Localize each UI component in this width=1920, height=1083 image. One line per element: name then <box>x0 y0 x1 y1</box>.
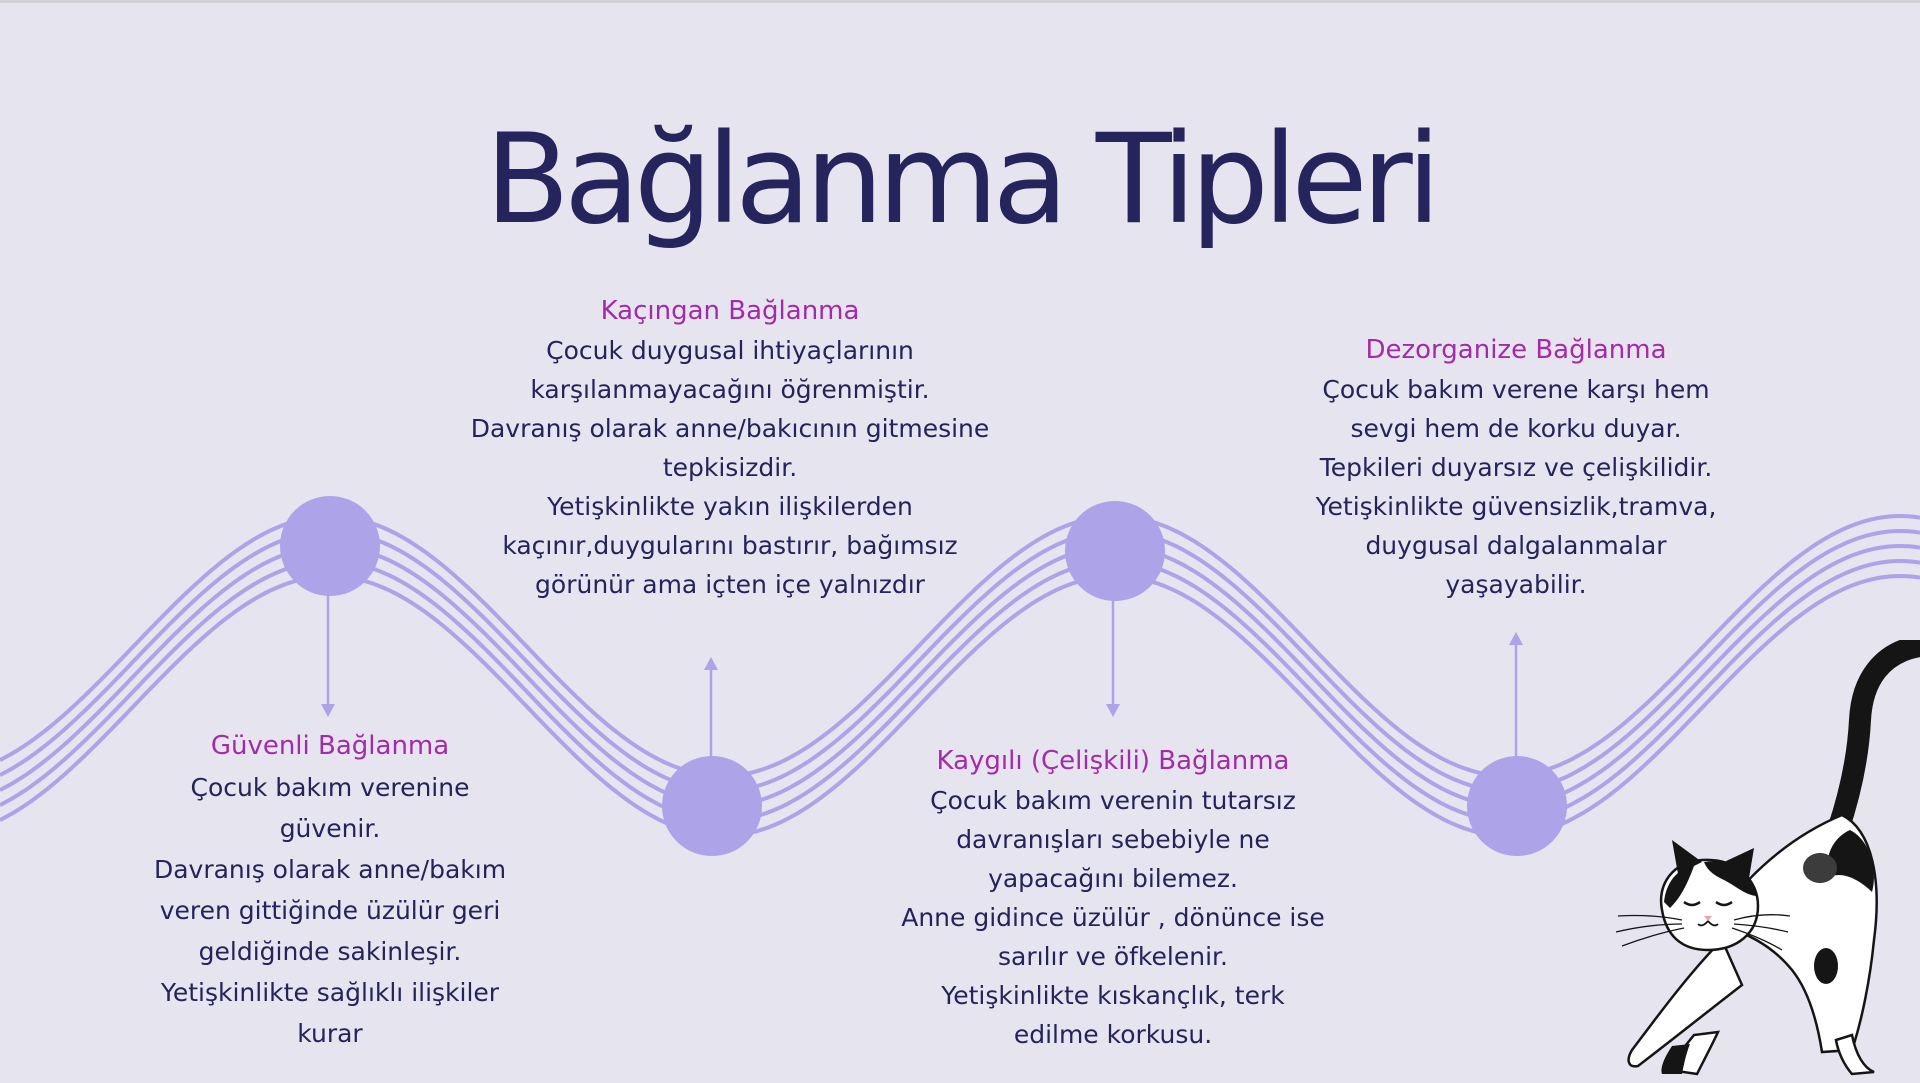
type-line: geldiğinde sakinleşir. <box>198 937 462 966</box>
cat-back-leg <box>1834 1033 1875 1076</box>
type-line: Çocuk duygusal ihtiyaçlarının <box>546 336 914 365</box>
arrow-down-icon <box>1106 704 1120 717</box>
type-line: Davranış olarak anne/bakım <box>153 855 507 884</box>
arrow-up-icon <box>1509 632 1523 645</box>
type-heading-disorganized: Dezorganize Bağlanma <box>1365 335 1667 365</box>
cat-nose <box>1704 916 1712 921</box>
cat-patch <box>1814 948 1838 984</box>
connector-anxious <box>1106 600 1120 717</box>
type-line: Tepkileri duyarsız ve çelişkilidir. <box>1319 453 1713 482</box>
type-line: Çocuk bakım verenin tutarsız <box>930 786 1296 815</box>
cat-tail <box>1827 640 1920 841</box>
type-line: davranışları sebebiyle ne <box>956 825 1270 854</box>
connector-secure <box>321 595 335 717</box>
type-line: görünür ama içten içe yalnızdır <box>535 570 925 599</box>
cat-mouth <box>1697 920 1719 927</box>
type-line: veren gittiğinde üzülür geri <box>159 896 501 925</box>
cat-patch <box>1803 853 1837 883</box>
slide-title: Bağlanma Tipleri <box>484 108 1441 252</box>
type-block-avoidant: Kaçıngan Bağlanma Çocuk duygusal ihtiyaç… <box>440 292 1020 604</box>
type-line: Anne gidince üzülür , dönünce ise <box>901 903 1325 932</box>
type-line: Yetişkinlikte sağlıklı ilişkiler <box>160 978 500 1007</box>
timeline-node-disorganized <box>1467 756 1567 856</box>
type-line: Çocuk bakım verene karşı hem <box>1322 375 1710 404</box>
stretching-cat-illustration <box>1615 640 1920 1076</box>
connector-disorganized <box>1509 632 1523 760</box>
type-line: kurar <box>297 1019 363 1048</box>
type-heading-anxious: Kaygılı (Çelişkili) Bağlanma <box>936 746 1290 776</box>
type-line: yapacağını bilemez. <box>988 864 1238 893</box>
type-heading-secure: Güvenli Bağlanma <box>210 731 450 761</box>
type-line: edilme korkusu. <box>1013 1020 1213 1049</box>
arrow-up-icon <box>704 657 718 670</box>
cat-eye <box>1715 900 1733 907</box>
type-line: Yetişkinlikte yakın ilişkilerden <box>547 492 913 521</box>
cat-whiskers <box>1615 914 1791 951</box>
cat-paw-patch <box>1661 1044 1690 1074</box>
type-block-anxious: Kaygılı (Çelişkili) Bağlanma Çocuk bakım… <box>870 742 1356 1054</box>
cat-patch <box>1828 830 1874 892</box>
type-line: güvenir. <box>279 814 381 843</box>
type-line: Yetişkinlikte güvensizlik,tramva, <box>1315 492 1717 521</box>
timeline-node-secure <box>280 496 380 596</box>
type-line: tepkisizdir. <box>662 453 798 482</box>
type-line: Davranış olarak anne/bakıcının gitmesine <box>470 414 990 443</box>
type-line: duygusal dalgalanmalar <box>1365 531 1667 560</box>
type-block-secure: Güvenli Bağlanma Çocuk bakım verenine gü… <box>100 726 560 1054</box>
type-line: Çocuk bakım verenine <box>190 773 470 802</box>
type-line: sevgi hem de korku duyar. <box>1350 414 1682 443</box>
type-line: yaşayabilir. <box>1445 570 1587 599</box>
timeline-node-avoidant <box>662 756 762 856</box>
timeline-node-anxious <box>1065 501 1165 601</box>
type-heading-avoidant: Kaçıngan Bağlanma <box>600 296 860 326</box>
arrow-down-icon <box>321 704 335 717</box>
type-line: sarılır ve öfkelenir. <box>998 942 1228 971</box>
type-line: karşılanmayacağını öğrenmiştir. <box>530 375 930 404</box>
type-block-disorganized: Dezorganize Bağlanma Çocuk bakım verene … <box>1290 331 1742 604</box>
cat-head-patch <box>1704 861 1758 896</box>
type-line: kaçınır,duygularını bastırır, bağımsız <box>502 531 958 560</box>
cat-eye <box>1683 900 1701 907</box>
slide-top-border <box>0 0 1920 3</box>
cat-ear <box>1672 840 1702 874</box>
cat-head-patch <box>1664 866 1694 908</box>
cat-front-leg <box>1627 937 1744 1068</box>
type-line: Yetişkinlikte kıskançlık, terk <box>941 981 1285 1010</box>
connector-avoidant <box>704 657 718 758</box>
